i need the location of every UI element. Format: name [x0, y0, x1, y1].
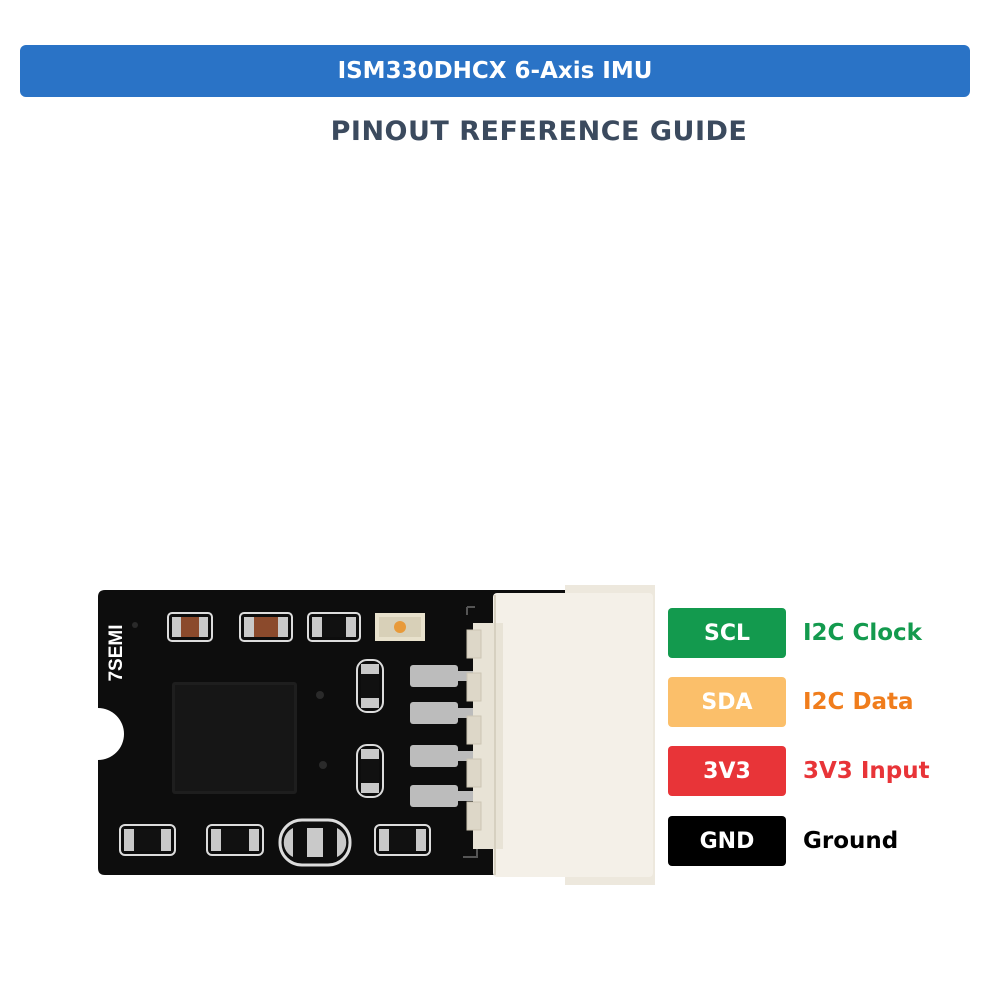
pin-badge-3v3: 3V3 [668, 746, 786, 796]
pin-name-3v3: 3V3 [703, 758, 751, 784]
subtitle: PINOUT REFERENCE GUIDE [330, 116, 748, 147]
resistor-3 [356, 744, 384, 798]
resistor-6 [374, 824, 431, 856]
capacitor-1 [167, 612, 213, 642]
pin-name-scl: SCL [703, 620, 750, 646]
resistor-2 [356, 659, 384, 713]
resistor-4 [119, 824, 176, 856]
solder-jumper [278, 818, 352, 867]
resistor-5 [206, 824, 264, 856]
pin-name-gnd: GND [699, 828, 755, 854]
title: ISM330DHCX 6-Axis IMU [337, 58, 653, 84]
pin-desc-gnd: Ground [803, 828, 899, 854]
pin-desc-sda: I2C Data [803, 689, 914, 715]
imu-board-image: 7SEMI [98, 585, 655, 885]
pin-desc-3v3: 3V3 Input [803, 758, 930, 784]
pin-badge-gnd: GND [668, 816, 786, 866]
led [375, 613, 425, 641]
jst-connector [466, 585, 655, 885]
pin-desc-scl: I2C Clock [803, 620, 922, 646]
capacitor-2 [239, 612, 293, 642]
pin-badge-scl: SCL [668, 608, 786, 658]
pin-name-sda: SDA [701, 689, 753, 715]
resistor-1 [307, 612, 361, 642]
brand-label: 7SEMI [106, 624, 127, 681]
title-banner: ISM330DHCX 6-Axis IMU [20, 45, 970, 97]
pin-badge-sda: SDA [668, 677, 786, 727]
